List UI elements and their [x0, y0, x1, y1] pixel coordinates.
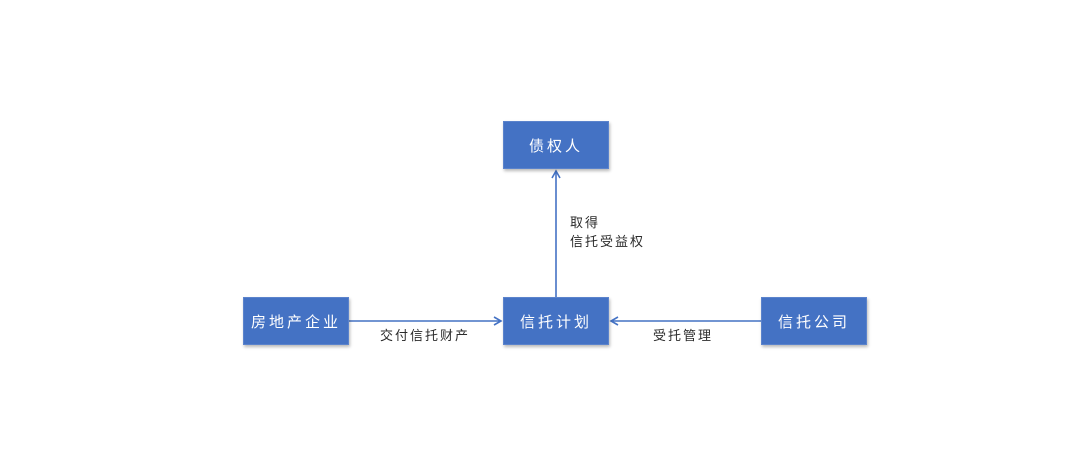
edge-label-obtain-line1: 取得 — [570, 216, 601, 231]
edge-label-deliver-trust-property: 交付信托财产 — [380, 329, 471, 344]
node-developer: 房地产企业 — [243, 297, 349, 345]
node-creditor-label: 债权人 — [528, 136, 583, 155]
node-creditor: 债权人 — [503, 121, 609, 169]
node-trust-company: 信托公司 — [761, 297, 867, 345]
edge-label-obtain-line2: 信托受益权 — [570, 235, 646, 250]
node-trust-plan-label: 信托计划 — [519, 312, 592, 331]
node-trust-company-label: 信托公司 — [777, 312, 850, 331]
node-developer-label: 房地产企业 — [250, 312, 341, 331]
edge-label-obtain-beneficial-rights: 取得 信托受益权 — [570, 214, 645, 252]
edge-label-trustee-management: 受托管理 — [653, 329, 714, 344]
node-trust-plan: 信托计划 — [503, 297, 609, 345]
